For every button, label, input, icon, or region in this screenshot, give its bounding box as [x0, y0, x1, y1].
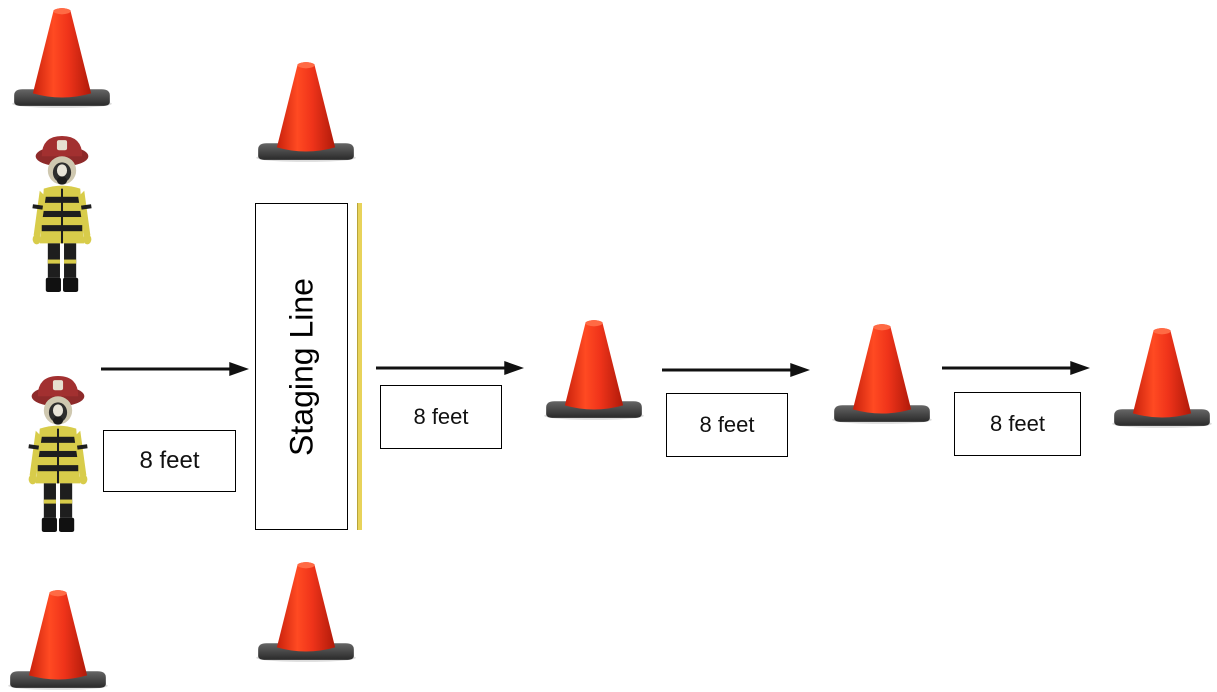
- firefighter-icon: [26, 374, 90, 536]
- staging-line-marker: [357, 203, 362, 530]
- staging-line-label: Staging Line: [283, 277, 319, 456]
- traffic-cone-icon: [1110, 326, 1214, 430]
- firefighter-icon: [30, 134, 94, 296]
- traffic-cone-icon: [830, 322, 934, 426]
- arrow-right-icon: [942, 360, 1090, 376]
- traffic-cone-icon: [254, 60, 358, 164]
- staging-line-box: Staging Line: [255, 203, 348, 530]
- distance-label: 8 feet: [103, 430, 236, 492]
- arrow-right-icon: [101, 361, 249, 377]
- arrow-right-icon: [662, 362, 810, 378]
- traffic-cone-icon: [254, 560, 358, 664]
- distance-label: 8 feet: [380, 385, 502, 449]
- distance-label: 8 feet: [954, 392, 1081, 456]
- traffic-cone-icon: [542, 318, 646, 422]
- arrow-right-icon: [376, 360, 524, 376]
- traffic-cone-icon: [6, 588, 110, 692]
- distance-label: 8 feet: [666, 393, 788, 457]
- traffic-cone-icon: [10, 6, 114, 110]
